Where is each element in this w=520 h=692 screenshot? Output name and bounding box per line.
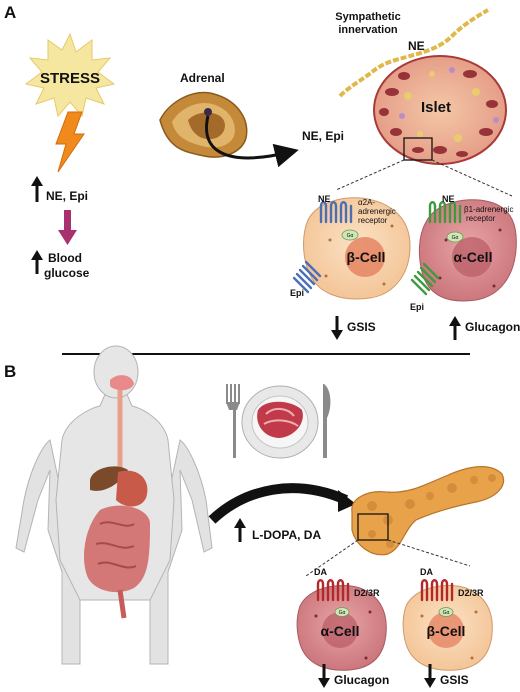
alpha2a-label-3: receptor — [358, 216, 388, 225]
sympathetic-label: Sympathetic — [335, 11, 400, 23]
blood-glucose-label-2: glucose — [44, 266, 90, 280]
magenta-down-arrow-icon — [58, 210, 77, 245]
adrenal-secretion-arrow — [205, 115, 299, 168]
down-arrow-icon — [318, 664, 330, 688]
ne-epi-left-label: NE, Epi — [46, 189, 88, 203]
human-body-icon — [15, 345, 213, 665]
ne-alpha-label: NE — [442, 194, 455, 204]
up-arrow-icon — [449, 316, 461, 340]
islet-zoom-box — [403, 137, 433, 161]
gprotein-label: Gα — [347, 233, 354, 239]
beta1-receptor-icon — [428, 201, 462, 224]
epi-receptor-beta-icon — [292, 260, 322, 294]
ldopa-arrow — [208, 483, 349, 524]
fork-icon — [226, 384, 240, 458]
ldopa-label: L-DOPA, DA — [252, 528, 321, 542]
panel-b-letter: B — [4, 362, 16, 381]
beta-cell-b — [402, 585, 493, 671]
sympathetic-nerve-icon — [338, 8, 489, 98]
adrenal-gland-icon — [159, 91, 248, 158]
alpha-cell-b — [296, 585, 387, 671]
gprotein-icon: Gα — [334, 607, 350, 617]
glucagon-a-label: Glucagon — [465, 320, 520, 334]
beta-cell-a-label: β-Cell — [347, 249, 386, 265]
da-beta-label: DA — [420, 567, 433, 577]
beta-cell-a — [303, 197, 411, 300]
islet-label: Islet — [421, 99, 451, 116]
epi-alpha-label: Epi — [410, 302, 424, 312]
adrenal-label: Adrenal — [180, 71, 225, 85]
gprotein-label: Gα — [452, 235, 459, 241]
stress-label: STRESS — [40, 70, 100, 87]
up-arrow-icon — [31, 176, 43, 202]
gsis-b-label: GSIS — [440, 673, 469, 687]
d23r-beta-label: D2/3R — [458, 588, 484, 598]
beta-cell-b-label: β-Cell — [427, 623, 466, 639]
knife-icon — [323, 384, 331, 458]
islet-icon — [373, 55, 507, 165]
up-arrow-icon — [234, 518, 246, 542]
d23r-receptor-beta-icon — [420, 579, 454, 602]
gprotein-icon: Gα — [341, 229, 359, 241]
up-arrow-icon — [31, 250, 43, 274]
gprotein-label: Gα — [443, 610, 450, 616]
beta1-label-2: receptor — [466, 214, 496, 223]
down-arrow-icon — [331, 316, 343, 340]
alpha2a-receptor-icon — [319, 201, 353, 224]
gsis-a-label: GSIS — [347, 320, 376, 334]
stress-burst-icon — [24, 32, 116, 118]
alpha-cell-a — [418, 199, 517, 302]
alpha-cell-b-label: α-Cell — [321, 623, 360, 639]
panel-a-letter: A — [4, 3, 16, 22]
pancreas-zoom-box — [357, 513, 389, 541]
d23r-alpha-label: D2/3R — [354, 588, 380, 598]
gprotein-icon: Gα — [438, 607, 454, 617]
alpha-cell-a-label: α-Cell — [454, 249, 493, 265]
gprotein-icon: Gα — [446, 231, 464, 243]
lightning-bolt-icon — [55, 111, 85, 173]
beta1-label: β1-adrenergic — [464, 205, 514, 214]
pancreas-icon — [351, 466, 505, 556]
alpha2a-label-2: adrenergic — [358, 207, 396, 216]
ne-beta-label: NE — [318, 194, 331, 204]
ne-epi-arrow-label: NE, Epi — [302, 129, 344, 143]
da-alpha-label: DA — [314, 567, 327, 577]
ne-top-label: NE — [408, 39, 425, 53]
epi-receptor-alpha-icon — [410, 262, 440, 296]
sympathetic-label-2: innervation — [338, 24, 398, 36]
epi-beta-label: Epi — [290, 288, 304, 298]
digestive-tract-icon — [84, 375, 150, 619]
down-arrow-icon — [424, 664, 436, 688]
ldopa-arrowhead — [338, 490, 356, 512]
glucagon-b-label: Glucagon — [334, 673, 389, 687]
blood-glucose-label: Blood — [48, 251, 82, 265]
alpha2a-label: α2A- — [358, 198, 375, 207]
meat-icon — [257, 401, 303, 438]
d23r-receptor-alpha-icon — [316, 579, 350, 602]
gprotein-label: Gα — [339, 610, 346, 616]
